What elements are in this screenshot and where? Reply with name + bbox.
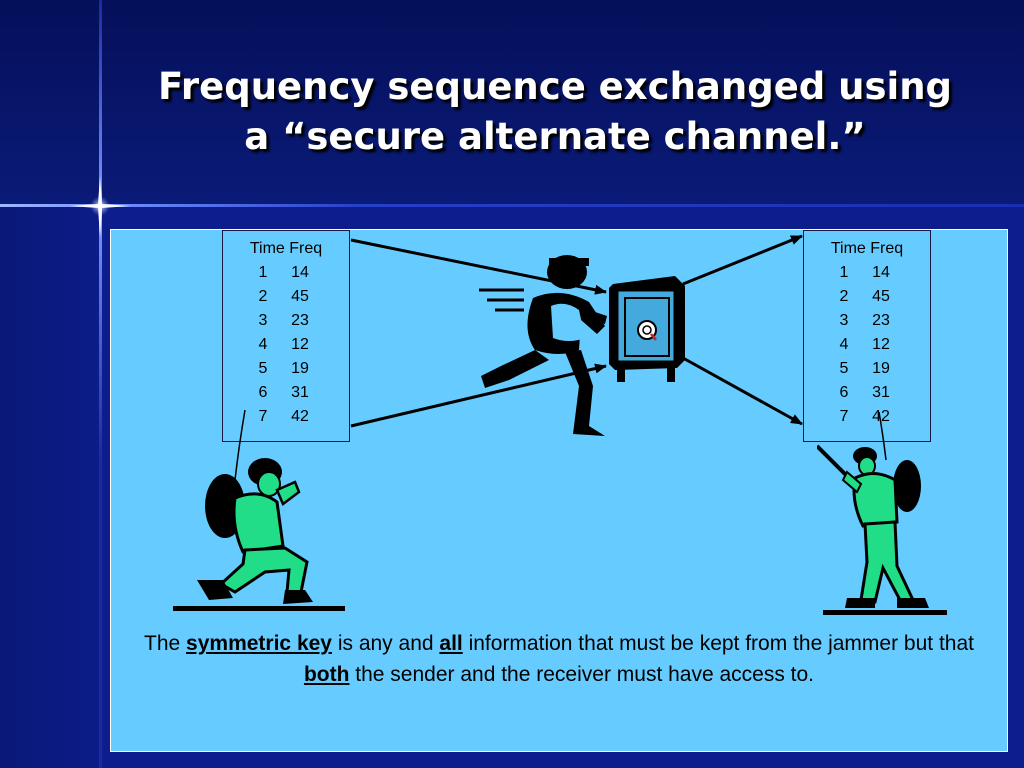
star-flare-icon (70, 176, 130, 236)
both-term: both (304, 663, 349, 686)
kneeling-soldier-icon (173, 454, 345, 616)
thief-icon (469, 246, 619, 438)
title-line-2: a “secure alternate channel.” (110, 112, 1000, 162)
caption-text-2: is any and (332, 632, 439, 655)
standing-soldier-icon (817, 442, 947, 616)
vertical-rule (99, 0, 102, 768)
caption-text-1: The (144, 632, 186, 655)
safe-icon (605, 272, 687, 384)
slide-title: Frequency sequence exchanged using a “se… (110, 62, 1000, 162)
horizontal-rule (0, 204, 1024, 207)
caption-text-4: the sender and the receiver must have ac… (349, 663, 814, 686)
left-band (0, 205, 100, 768)
all-term: all (439, 632, 462, 655)
caption-text-3: information that must be kept from the j… (463, 632, 974, 655)
symmetric-key-term: symmetric key (186, 632, 332, 655)
caption-text: The symmetric key is any and all informa… (121, 628, 997, 690)
title-line-1: Frequency sequence exchanged using (110, 62, 1000, 112)
